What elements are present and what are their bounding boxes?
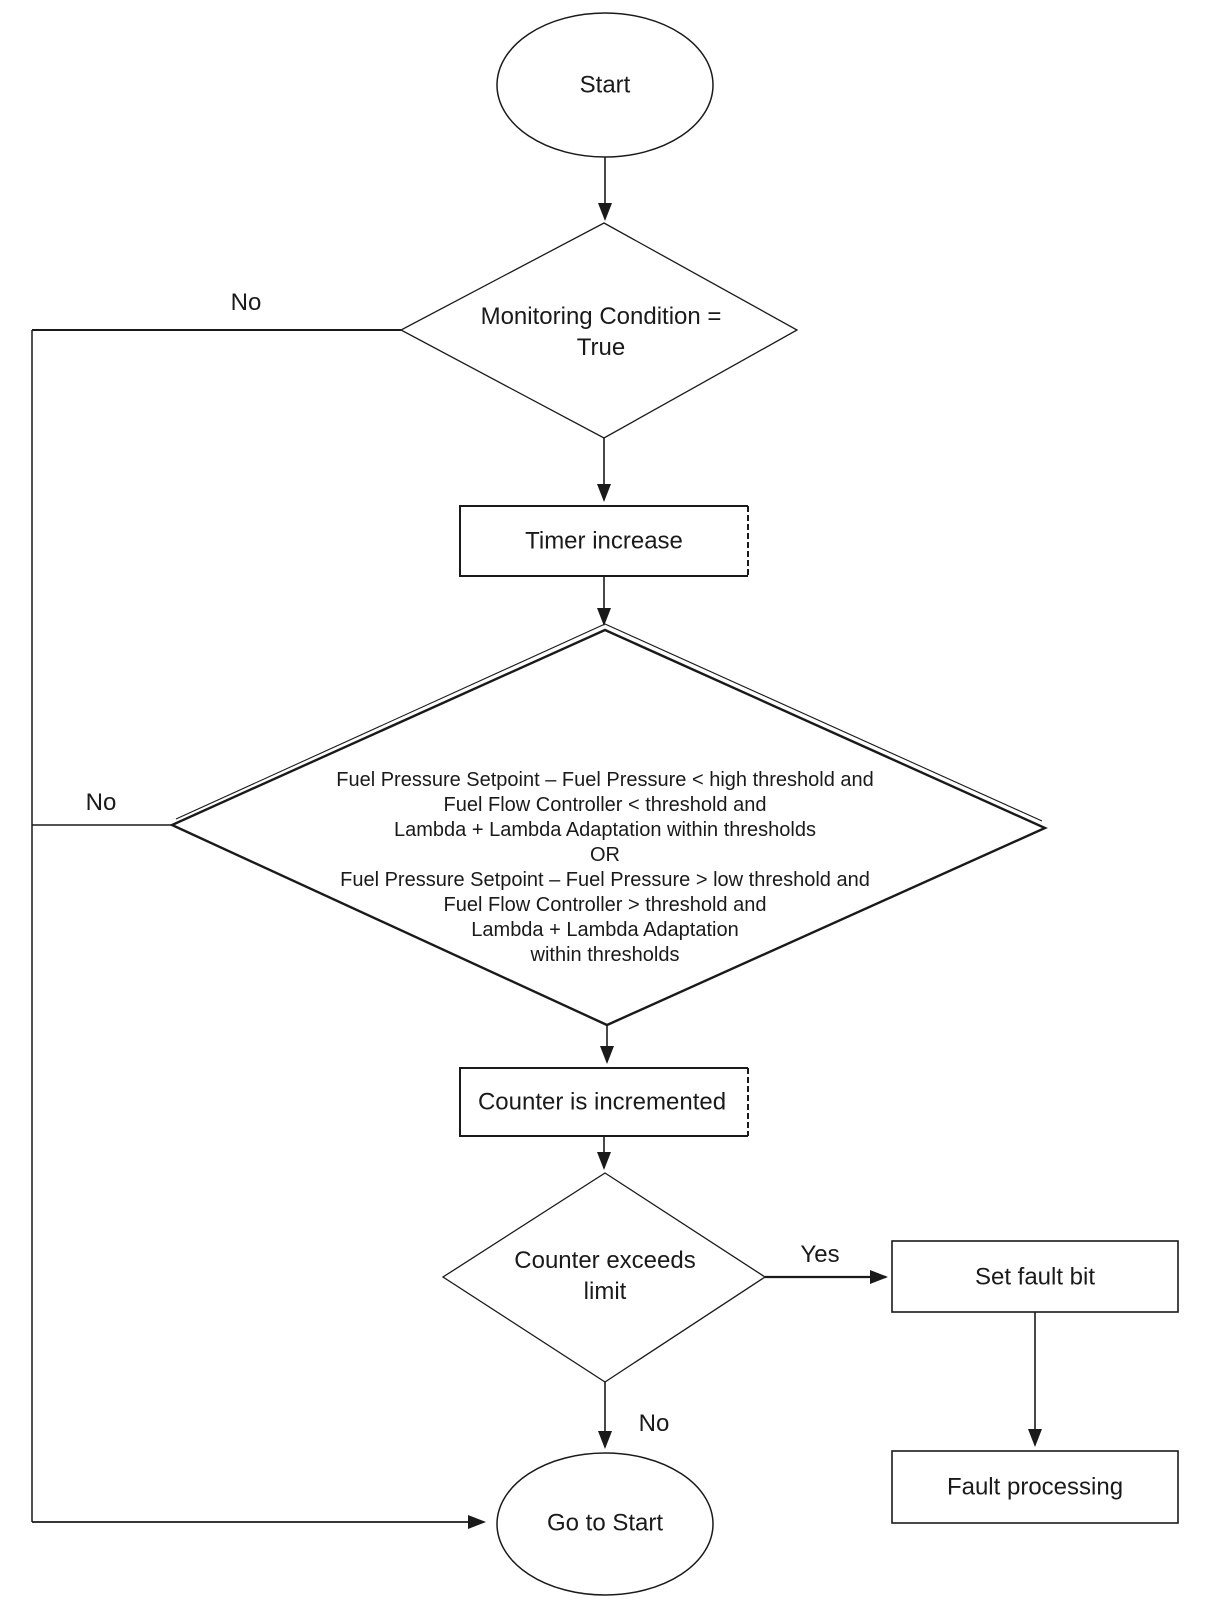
fuel-decision-line7: Lambda + Lambda Adaptation: [471, 919, 739, 941]
edge-label-counter-no: No: [638, 1410, 670, 1437]
counter-increment-label: Counter is incremented: [477, 1088, 727, 1116]
timer-increase-label: Timer increase: [525, 527, 683, 555]
go-to-start-label: Go to Start: [546, 1509, 664, 1537]
fuel-decision-line2: Fuel Flow Controller < threshold and: [443, 794, 767, 816]
fuel-decision-line3: Lambda + Lambda Adaptation within thresh…: [394, 819, 816, 841]
monitoring-decision-line1: Monitoring Condition =: [480, 303, 722, 330]
fuel-decision-line5: Fuel Pressure Setpoint – Fuel Pressure >…: [340, 869, 870, 891]
fuel-decision-line6: Fuel Flow Controller > threshold and: [443, 894, 767, 916]
edge-label-counter-yes: Yes: [800, 1241, 840, 1268]
start-label: Start: [579, 71, 631, 99]
go-to-start-ellipse: [496, 1452, 714, 1596]
fuel-decision-line4: OR: [590, 844, 620, 866]
fuel-decision-diamond-outline: [175, 623, 1043, 822]
monitoring-decision-text: Monitoring Condition = True: [481, 301, 722, 363]
fault-processing-box: [891, 1450, 1179, 1524]
fuel-decision-line1: Fuel Pressure Setpoint – Fuel Pressure <…: [336, 769, 874, 791]
set-fault-bit-label: Set fault bit: [974, 1263, 1096, 1291]
fuel-decision-line8: within thresholds: [530, 944, 680, 966]
counter-decision-line2: limit: [583, 1278, 627, 1305]
counter-decision-text: Counter exceeds limit: [514, 1245, 695, 1307]
edge-label-fuel-no: No: [85, 789, 117, 816]
fault-processing-label: Fault processing: [946, 1473, 1124, 1501]
counter-decision-line1: Counter exceeds: [514, 1247, 696, 1274]
monitoring-decision-line2: True: [576, 334, 626, 361]
edge-label-monitoring-no: No: [230, 289, 262, 316]
fuel-decision-text: Fuel Pressure Setpoint – Fuel Pressure <…: [336, 768, 874, 968]
